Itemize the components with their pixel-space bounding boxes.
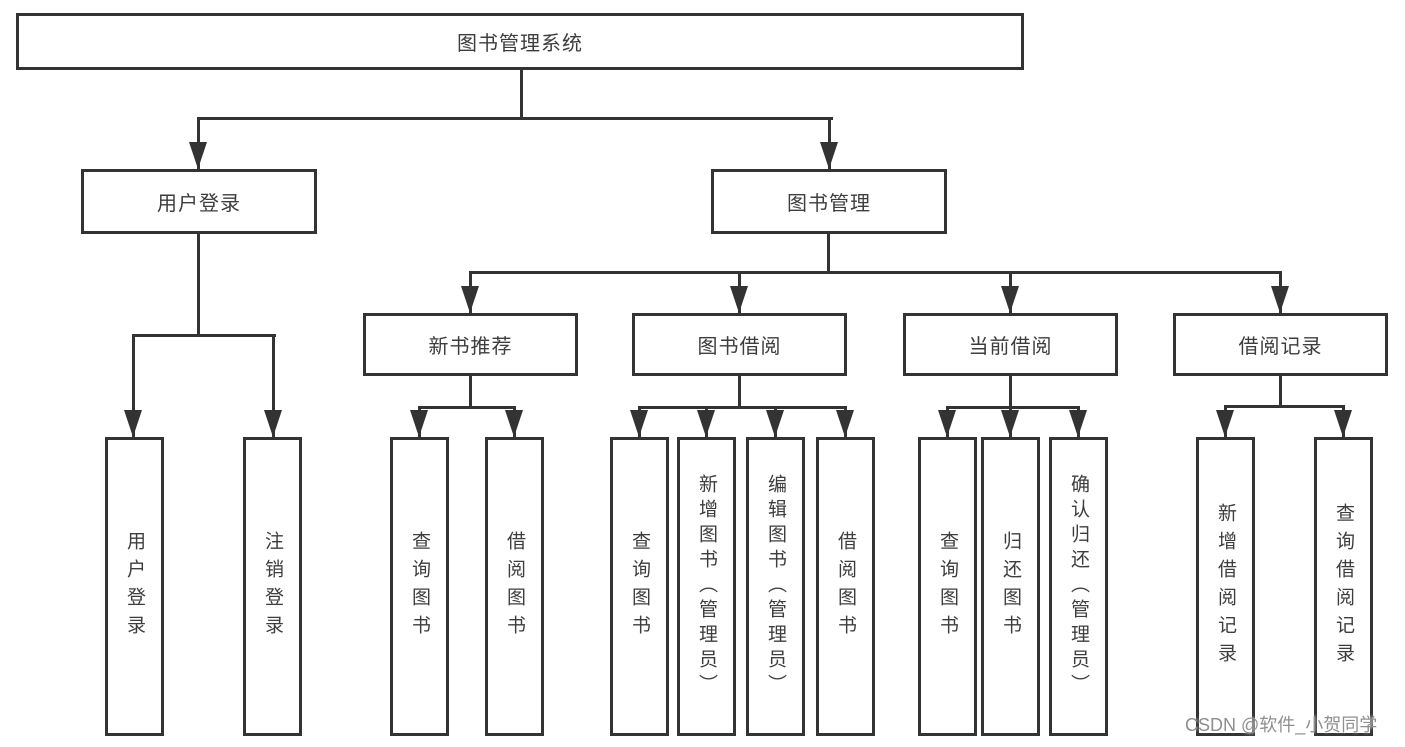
connector-line bbox=[197, 117, 833, 120]
connector-line bbox=[469, 375, 472, 408]
leaf-query-borrow-record: 查询借阅记录 bbox=[1314, 437, 1373, 736]
arrow-down-icon bbox=[189, 142, 207, 169]
connector-line bbox=[638, 406, 846, 409]
arrow-down-icon bbox=[124, 410, 142, 437]
leaf-confirm-return-admin: 确认归还（管理员） bbox=[1049, 437, 1108, 736]
connector-line bbox=[738, 375, 741, 408]
connector-line bbox=[197, 234, 200, 335]
node-book-borrowing: 图书借阅 bbox=[632, 313, 847, 376]
connector-line bbox=[1224, 405, 1345, 408]
arrow-down-icon bbox=[730, 286, 748, 313]
arrow-down-icon bbox=[630, 410, 648, 437]
node-book-management: 图书管理 bbox=[711, 169, 947, 234]
arrow-down-icon bbox=[1271, 286, 1289, 313]
arrow-down-icon bbox=[836, 410, 854, 437]
leaf-borrow-book: 借阅图书 bbox=[485, 437, 544, 736]
arrow-down-icon bbox=[264, 410, 282, 437]
connector-line bbox=[272, 334, 275, 437]
arrow-down-icon bbox=[410, 410, 428, 437]
connector-line bbox=[946, 406, 1080, 409]
arrow-down-icon bbox=[505, 410, 523, 437]
arrow-down-icon bbox=[1001, 286, 1019, 313]
connector-line bbox=[418, 406, 516, 409]
watermark: CSDN @软件_小贺同学 bbox=[1185, 715, 1378, 735]
leaf-edit-book-admin: 编辑图书（管理员） bbox=[746, 437, 805, 736]
arrow-down-icon bbox=[1334, 410, 1352, 437]
arrow-down-icon bbox=[1069, 410, 1087, 437]
connector-line bbox=[1009, 375, 1012, 408]
connector-line bbox=[827, 234, 830, 273]
arrow-down-icon bbox=[1001, 410, 1019, 437]
node-user-login: 用户登录 bbox=[81, 169, 317, 234]
arrow-down-icon bbox=[766, 410, 784, 437]
connector-line bbox=[132, 334, 135, 437]
connector-line bbox=[469, 271, 1282, 274]
leaf-add-borrow-record: 新增借阅记录 bbox=[1196, 437, 1255, 736]
arrow-down-icon bbox=[820, 142, 838, 169]
connector-line bbox=[1279, 375, 1282, 407]
leaf-return-book: 归还图书 bbox=[981, 437, 1040, 736]
leaf-borrow-book: 借阅图书 bbox=[816, 437, 875, 736]
leaf-user-login: 用户登录 bbox=[105, 437, 164, 736]
node-current-borrowing: 当前借阅 bbox=[903, 313, 1118, 376]
connector-line bbox=[520, 69, 523, 118]
arrow-down-icon bbox=[1216, 410, 1234, 437]
node-borrowing-records: 借阅记录 bbox=[1173, 313, 1388, 376]
node-new-book-recommendation: 新书推荐 bbox=[363, 313, 578, 376]
leaf-query-book: 查询图书 bbox=[610, 437, 669, 736]
leaf-query-book: 查询图书 bbox=[918, 437, 977, 736]
leaf-add-book-admin: 新增图书（管理员） bbox=[677, 437, 736, 736]
arrow-down-icon bbox=[938, 410, 956, 437]
leaf-query-book: 查询图书 bbox=[390, 437, 449, 736]
node-library-system: 图书管理系统 bbox=[16, 13, 1024, 70]
leaf-logout: 注销登录 bbox=[243, 437, 302, 736]
arrow-down-icon bbox=[461, 286, 479, 313]
arrow-down-icon bbox=[697, 410, 715, 437]
connector-line bbox=[132, 334, 276, 337]
